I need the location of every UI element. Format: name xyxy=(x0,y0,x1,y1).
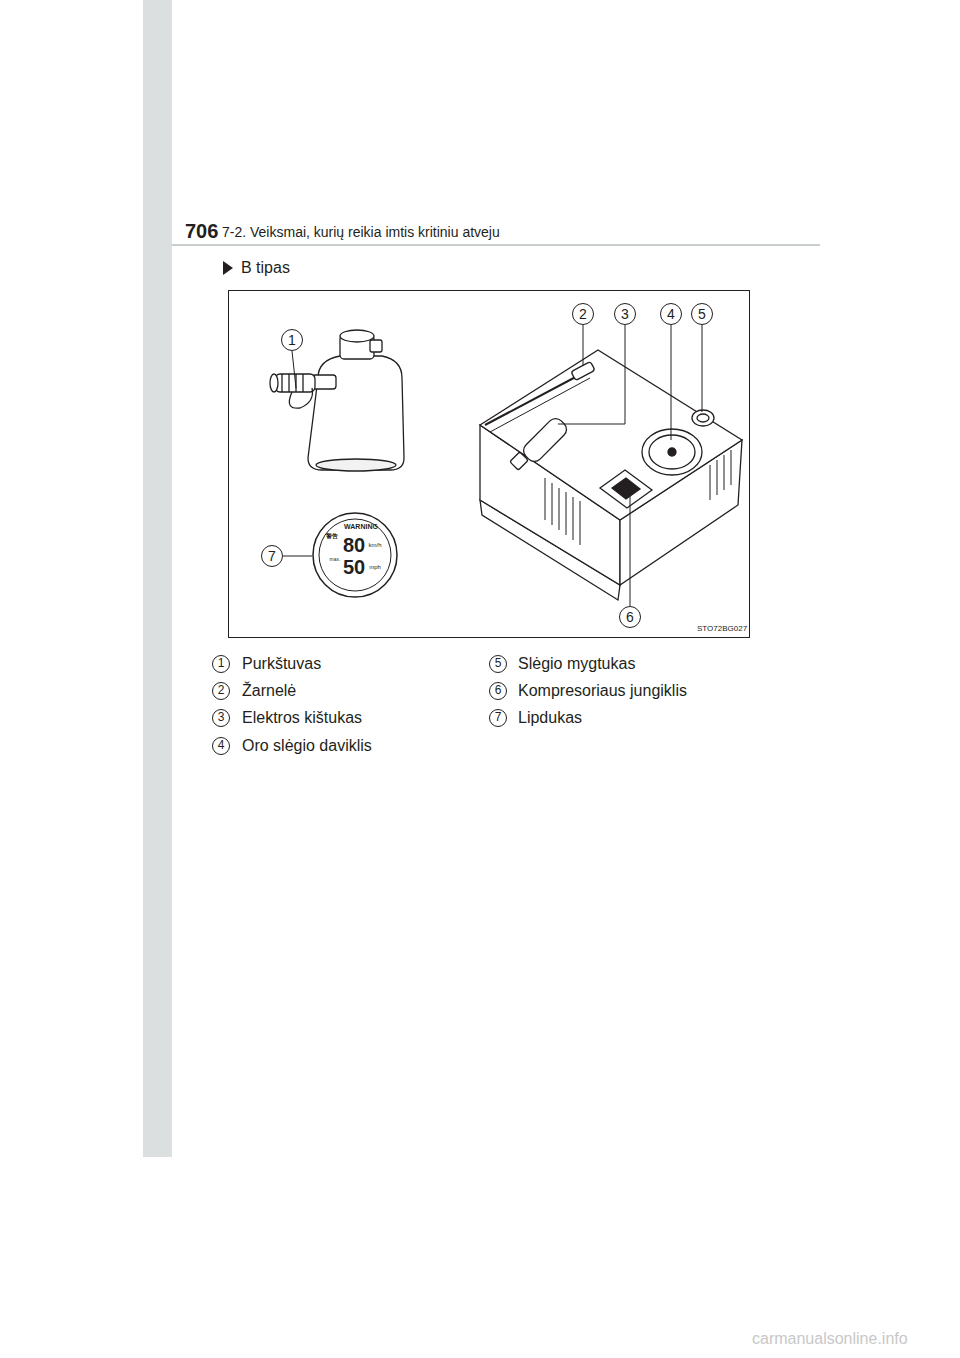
compressor xyxy=(480,350,742,600)
callout-circle xyxy=(573,304,594,325)
part-name: Žarnelė xyxy=(242,682,296,700)
part-name: Elektros kištukas xyxy=(242,709,362,727)
callout-circle xyxy=(262,546,283,567)
bullet-arrow xyxy=(223,261,233,275)
callout-number: 2 xyxy=(579,306,587,322)
callout-circle xyxy=(692,304,713,325)
callout-circle xyxy=(620,607,641,628)
page-number: 706 xyxy=(185,220,218,243)
callout-circle xyxy=(282,330,303,351)
legend-number: 4 xyxy=(218,739,225,753)
callout-circle xyxy=(213,656,230,673)
callout-number: 6 xyxy=(626,609,634,625)
callout-circle xyxy=(213,710,230,727)
legend-number: 3 xyxy=(218,711,225,725)
callout-circle xyxy=(490,656,507,673)
figure-code: STO72BG027 xyxy=(697,624,747,633)
sticker-text: WARNING xyxy=(344,523,378,531)
sticker-text: max. xyxy=(330,557,341,563)
legend-number: 5 xyxy=(495,657,502,671)
watermark: carmanualsonline.info xyxy=(752,1330,908,1348)
callout-circle xyxy=(213,738,230,755)
callout-circle xyxy=(661,304,682,325)
callout-number: 7 xyxy=(268,548,276,564)
callout-circles xyxy=(213,304,713,755)
sticker xyxy=(313,513,397,597)
sticker-text: km/h xyxy=(368,542,381,549)
part-name: Slėgio mygtukas xyxy=(518,655,635,673)
callout-circle xyxy=(490,710,507,727)
sticker-speed: 80 xyxy=(343,534,365,557)
legend-number: 7 xyxy=(495,711,502,725)
header-rule xyxy=(172,244,820,246)
legend-number: 2 xyxy=(218,684,225,698)
callout-circle xyxy=(213,683,230,700)
part-name: Kompresoriaus jungiklis xyxy=(518,682,687,700)
sticker-text: 警告 xyxy=(326,533,338,540)
spray-bottle xyxy=(270,330,404,471)
margin-bar xyxy=(143,0,172,1157)
figure-frame xyxy=(229,291,750,638)
callout-number: 3 xyxy=(621,306,629,322)
callout-number: 1 xyxy=(288,332,296,348)
callout-circle xyxy=(490,683,507,700)
section-header: 7-2. Veiksmai, kurių reikia imtis kritin… xyxy=(222,224,500,240)
callout-number: 5 xyxy=(698,306,706,322)
type-heading: B tipas xyxy=(241,259,290,277)
part-name: Purkštuvas xyxy=(242,655,321,673)
part-name: Lipdukas xyxy=(518,709,582,727)
leader-lines xyxy=(283,325,702,606)
callout-number: 4 xyxy=(667,306,675,322)
callout-circle xyxy=(615,304,636,325)
legend-number: 6 xyxy=(495,684,502,698)
sticker-text: mph xyxy=(369,564,381,571)
legend-number: 1 xyxy=(218,657,225,671)
part-name: Oro slėgio daviklis xyxy=(242,737,372,755)
sticker-speed: 50 xyxy=(343,556,365,579)
